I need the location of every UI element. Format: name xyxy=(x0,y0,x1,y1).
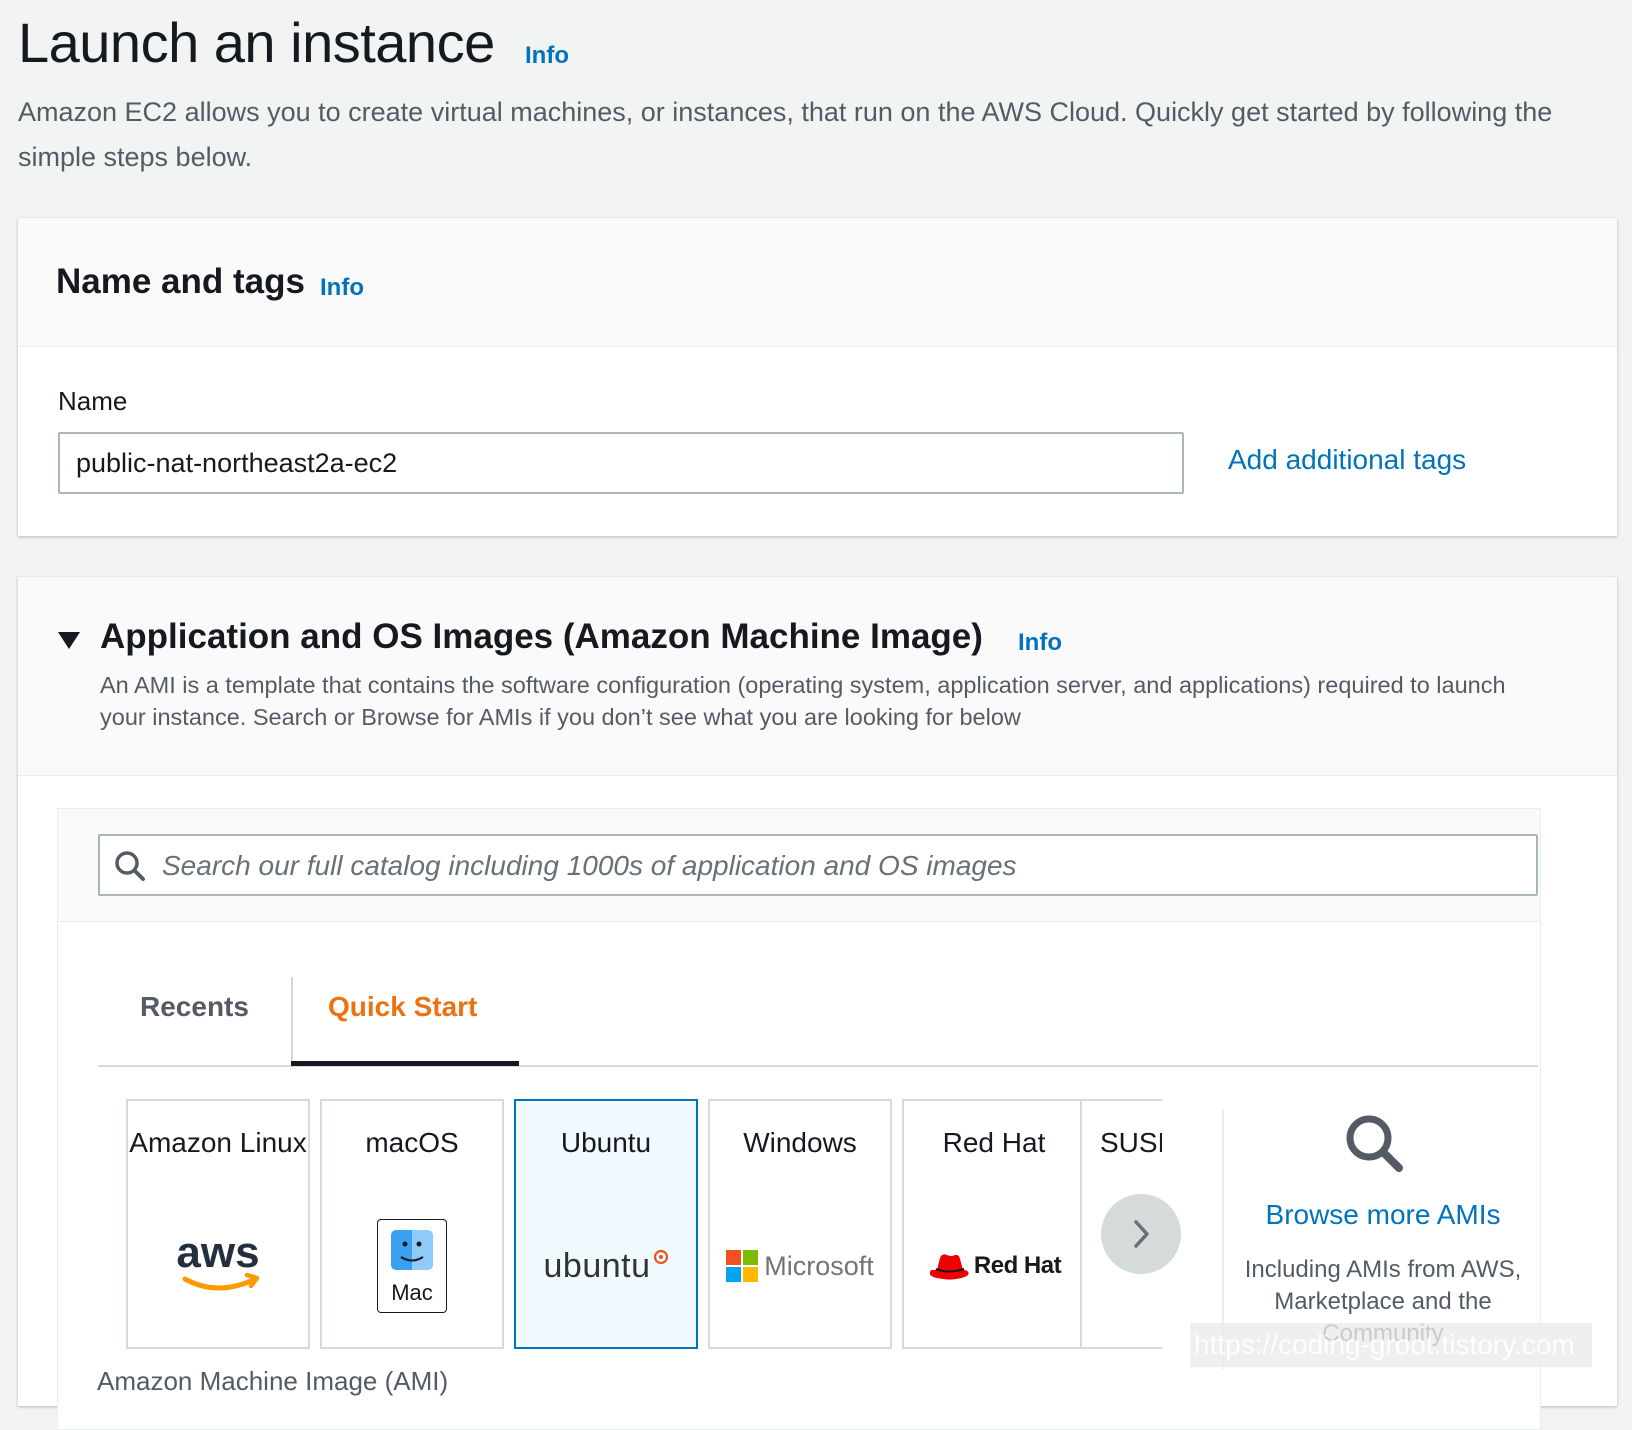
browse-search-icon xyxy=(1346,1115,1403,1172)
ami-title: Application and OS Images (Amazon Machin… xyxy=(100,617,983,656)
ami-header: Application and OS Images (Amazon Machin… xyxy=(18,577,1617,776)
add-additional-tags-link[interactable]: Add additional tags xyxy=(1228,444,1467,475)
ami-tile-amazon-linux[interactable]: Amazon Linux aws xyxy=(126,1099,310,1349)
browse-divider xyxy=(1222,1109,1224,1369)
watermark: https://coding-groot.tistory.com xyxy=(1190,1323,1592,1367)
tile-label: Windows xyxy=(743,1127,857,1158)
red-hat-logo-icon: Red Hat xyxy=(904,1216,1084,1316)
microsoft-logo-icon: Microsoft xyxy=(710,1216,890,1316)
ami-tile-windows[interactable]: Windows Microsoft xyxy=(708,1099,892,1349)
aws-logo-icon: aws xyxy=(128,1216,308,1316)
name-and-tags-info-link[interactable]: Info xyxy=(320,274,364,301)
ami-search-input[interactable] xyxy=(160,840,1524,892)
tab-recents[interactable]: Recents xyxy=(140,991,249,1022)
page-title: Launch an instance xyxy=(18,11,495,74)
tabs-baseline xyxy=(98,1065,1538,1067)
ubuntu-logo-icon: ubuntu xyxy=(516,1216,696,1316)
name-and-tags-title: Name and tags xyxy=(56,262,305,301)
tile-label: macOS xyxy=(365,1127,459,1158)
page-description: Amazon EC2 allows you to create virtual … xyxy=(18,97,1553,172)
name-field-label: Name xyxy=(58,386,128,416)
tab-quick-start[interactable]: Quick Start xyxy=(328,991,478,1022)
ami-tile-ubuntu[interactable]: Ubuntu ubuntu xyxy=(514,1099,698,1349)
name-and-tags-header: Name and tags Info xyxy=(18,218,1617,347)
browse-more-amis-link[interactable]: Browse more AMIs xyxy=(1265,1199,1501,1230)
tab-divider xyxy=(291,977,293,1065)
collapse-caret-icon[interactable] xyxy=(58,632,80,649)
name-input[interactable] xyxy=(58,432,1184,494)
page-info-link[interactable]: Info xyxy=(525,42,569,69)
ami-panel: Application and OS Images (Amazon Machin… xyxy=(18,577,1617,1430)
ami-search-box[interactable] xyxy=(98,834,1538,896)
chevron-right-icon xyxy=(1134,1220,1149,1248)
name-and-tags-panel: Name and tags Info Name Add additional t… xyxy=(18,218,1617,536)
ami-field-label: Amazon Machine Image (AMI) xyxy=(97,1366,449,1396)
search-icon xyxy=(115,851,145,881)
tile-label: Amazon Linux xyxy=(129,1127,307,1158)
tile-label: Red Hat xyxy=(942,1127,1046,1158)
tile-label: SUSE xyxy=(1100,1127,1162,1158)
ami-selector: Recents Quick Start Amazon Linux aws mac… xyxy=(57,808,1541,1430)
ami-description: An AMI is a template that contains the s… xyxy=(100,672,1506,730)
carousel-next-button[interactable] xyxy=(1101,1194,1181,1274)
tile-label: Ubuntu xyxy=(560,1127,652,1158)
ami-search-area xyxy=(58,809,1540,922)
svg-text:aws: aws xyxy=(176,1231,259,1277)
active-tab-indicator xyxy=(291,1061,519,1066)
ami-tile-red-hat[interactable]: Red Hat Red Hat xyxy=(902,1099,1086,1349)
ami-info-link[interactable]: Info xyxy=(1018,629,1062,656)
mac-logo-icon: Mac xyxy=(322,1216,502,1316)
ami-tile-macos[interactable]: macOS Mac xyxy=(320,1099,504,1349)
